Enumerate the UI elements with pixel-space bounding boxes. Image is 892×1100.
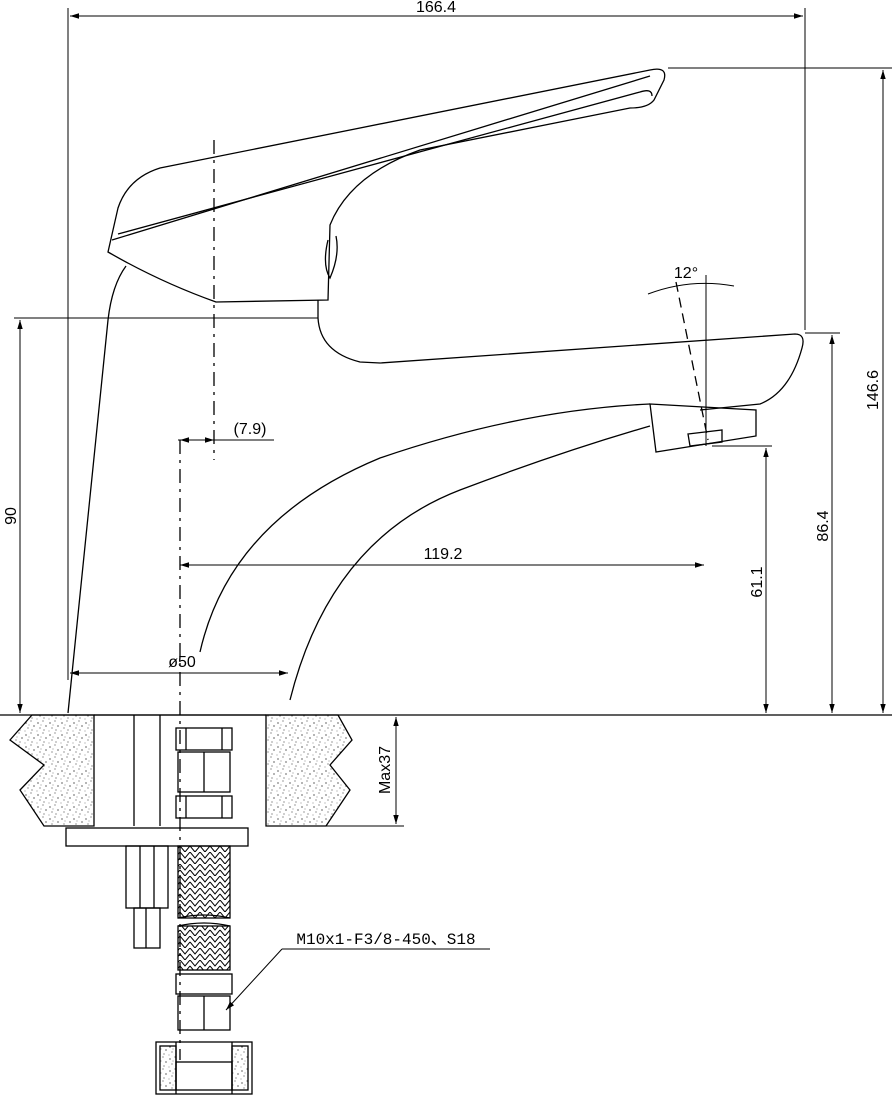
fixing-plate <box>65 827 249 847</box>
body-profile <box>67 265 127 714</box>
hose-spec-label: M10x1-F3/8-450、S18 <box>296 931 475 949</box>
outlet-height-label: 61.1 <box>749 566 766 597</box>
dim-outlet-height: 61.1 <box>712 445 772 713</box>
overall-height-label: 146.6 <box>865 370 882 410</box>
dim-max-thickness: Max37 <box>266 717 404 827</box>
dim-spout-angle: 12° <box>647 265 735 446</box>
countertop-right <box>265 714 353 827</box>
aerator <box>649 403 757 453</box>
base-diameter-label: ø50 <box>168 654 196 671</box>
dim-offset: (7.9) <box>178 421 274 443</box>
spout-underside <box>199 403 651 653</box>
hose-lower-connector <box>155 973 253 1095</box>
spout-angle-label: 12° <box>674 265 698 282</box>
spout-top <box>317 317 804 411</box>
spout-reach-label: 119.2 <box>424 546 463 563</box>
dim-spout-height: 86.4 <box>805 332 840 713</box>
spout-height-label: 86.4 <box>815 510 832 541</box>
threaded-rod <box>125 845 169 949</box>
countertop-left <box>9 714 95 827</box>
dim-overall-height: 146.6 <box>668 67 892 713</box>
hose-upper-connector <box>175 727 233 819</box>
dim-base-height: 90 <box>3 317 318 713</box>
max-thickness-label: Max37 <box>377 746 394 794</box>
hose-spec-callout: M10x1-F3/8-450、S18 <box>225 931 490 1011</box>
dim-base-diameter: ø50 <box>70 654 288 676</box>
faucet-body <box>67 68 804 714</box>
overall-width-label: 166.4 <box>416 0 456 16</box>
base-height-label: 90 <box>3 507 20 525</box>
offset-label: (7.9) <box>234 421 267 438</box>
dim-overall-width: 166.4 <box>67 0 806 680</box>
lever-handle <box>107 68 666 303</box>
braided-hose <box>177 845 231 919</box>
dim-spout-reach: 119.2 <box>180 546 704 568</box>
